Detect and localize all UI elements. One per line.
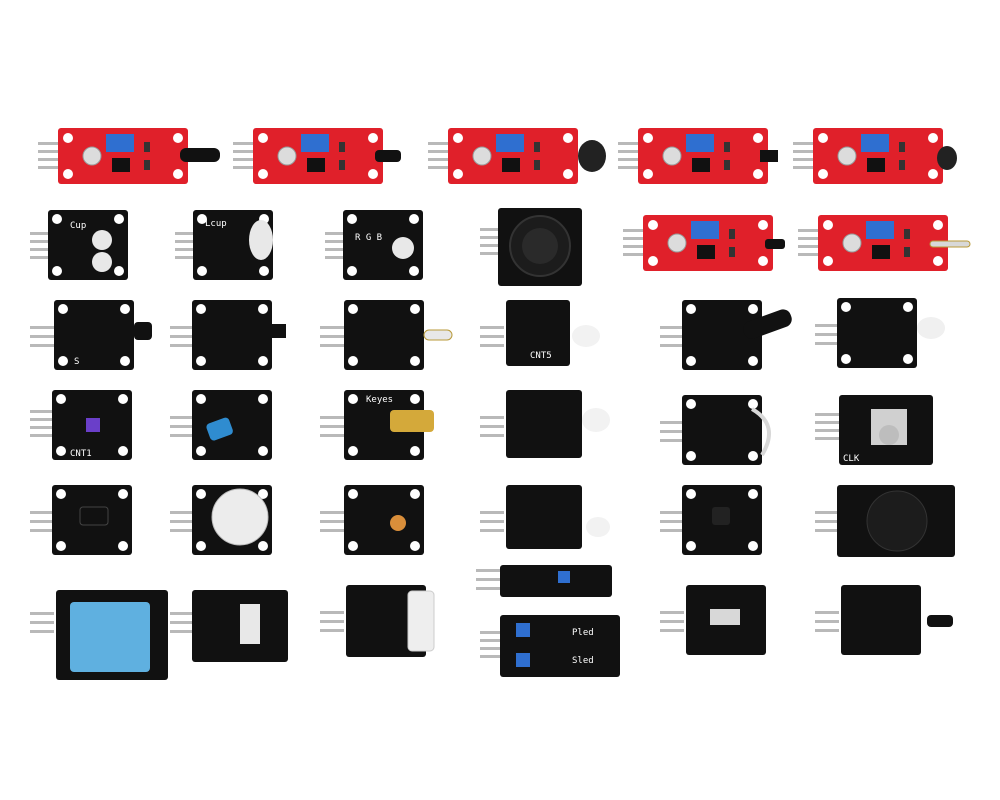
bicolor-led-module (480, 390, 610, 458)
knock-sensor-module (660, 300, 792, 370)
tracking-sensor-module: Cup (30, 210, 128, 280)
tilt-switch-module (320, 300, 453, 370)
touch-sensor-module (170, 390, 272, 460)
rotary-encoder-module: CLK (815, 395, 933, 465)
s-label: S (74, 357, 79, 367)
ir-sensor-module (815, 585, 953, 655)
sound-sensor-module (428, 127, 606, 185)
passive-buzzer-module (815, 485, 955, 557)
obstacle-avoid-module: Pled Sled (480, 615, 620, 677)
ir-led-module (815, 298, 945, 368)
mic-sensor-module (793, 127, 957, 185)
led-module (480, 485, 610, 549)
keyes-label: Keyes (366, 395, 393, 405)
line-tracker-module (476, 565, 612, 597)
sled-label: Sled (572, 656, 594, 666)
dht11-sensor-module (30, 590, 168, 680)
hall-sensor-module (618, 127, 778, 185)
temp-sensor-3pin: S (30, 300, 152, 370)
cnt1-label: CNT1 (70, 449, 92, 459)
photo-interrupter-module (30, 485, 132, 555)
temperature-sensor-module (233, 127, 401, 185)
ir-receiver-module (660, 585, 766, 655)
clk-label: CLK (843, 454, 860, 464)
photoresistor-module (320, 485, 424, 555)
smd-rgb-led-module: CNT1 (30, 390, 132, 460)
rgb-led-module: R G B (325, 210, 423, 280)
cup-label: Cup (70, 221, 86, 231)
magic-light-cup-module (660, 395, 772, 465)
rgb-label: R G B (355, 233, 382, 243)
light-cup-module: Lcup (175, 210, 273, 280)
mini-reed-module-red (798, 214, 971, 272)
optical-switch-module (170, 590, 288, 662)
cnt5-label: CNT5 (530, 351, 552, 361)
hall-magnetic-module (170, 300, 286, 370)
reed-sensor-module-red (623, 214, 785, 272)
reed-switch-module (320, 585, 435, 657)
flame-sensor-module (38, 127, 220, 185)
pled-label: Pled (572, 628, 594, 638)
lcup-label: Lcup (205, 219, 227, 229)
active-buzzer-module (170, 485, 272, 555)
two-color-led-module: CNT5 (480, 300, 600, 366)
joystick-module (480, 208, 582, 286)
button-module (660, 485, 762, 555)
laser-module: Keyes (320, 390, 434, 460)
